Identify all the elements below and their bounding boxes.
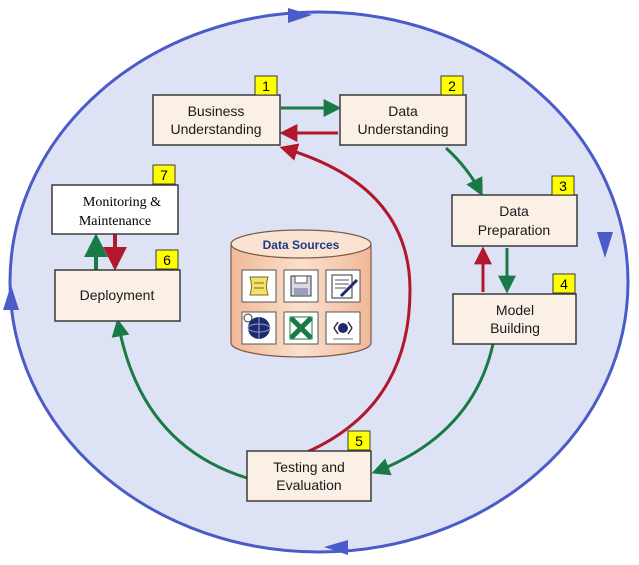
step-number-badge (551, 175, 575, 196)
step-number-badge (552, 273, 576, 294)
arrow-5-to-1 (279, 143, 412, 457)
step-box-data-understanding: 2 Data Understanding (339, 75, 467, 146)
web-page-icon (325, 311, 361, 345)
step-label-line1: Deployment (80, 287, 155, 303)
ring-arrow-top (288, 8, 312, 23)
step-number: 6 (163, 252, 171, 268)
step-label-line2: Building (490, 320, 540, 336)
floppy-disk-icon (283, 269, 319, 303)
arrow-5-to-6 (111, 318, 248, 480)
ring-arrow-bottom (324, 540, 348, 555)
step-box-monitoring-maintenance: 7 Monitoring & Maintenance (51, 164, 179, 235)
excel-icon (283, 311, 319, 345)
step-number-badge (155, 249, 179, 270)
database-globe-icon (241, 311, 277, 345)
step-label-line2: Preparation (478, 222, 550, 238)
ring-arrow-left (3, 285, 19, 310)
step-number: 4 (560, 276, 568, 292)
step-box-model-building: 4 Model Building (452, 273, 577, 345)
step-number-badge (254, 75, 278, 96)
step-number: 3 (559, 178, 567, 194)
step-number-badge (440, 75, 464, 96)
scroll-icon (241, 269, 277, 303)
step-label-line1: Model (496, 302, 534, 318)
step-number-badge (152, 164, 176, 185)
step-number: 2 (448, 78, 456, 94)
step-box-data-preparation: 3 Data Preparation (451, 175, 578, 247)
data-sources-cylinder: Data Sources (230, 229, 372, 358)
step-number: 7 (160, 167, 168, 183)
step-label-line2: Maintenance (79, 214, 151, 229)
step-label-line1: Monitoring & (83, 195, 161, 210)
step-label-line1: Business (188, 103, 245, 119)
step-label-line1: Data (499, 203, 529, 219)
step-box-deployment: 6 Deployment (54, 249, 181, 322)
step-box-business-understanding: 1 Business Understanding (152, 75, 281, 146)
arrow-4-to-5 (371, 319, 499, 476)
step-label-line1: Data (388, 103, 418, 119)
step-label-line2: Understanding (357, 121, 448, 137)
ring-arrow-right (597, 232, 613, 258)
step-label-line2: Understanding (170, 121, 261, 137)
step-box-testing-evaluation: 5 Testing and Evaluation (246, 430, 372, 502)
step-label-line1: Testing and (273, 459, 345, 475)
arrow-2-to-3 (444, 146, 483, 197)
step-number: 5 (355, 433, 363, 449)
data-sources-title: Data Sources (263, 238, 340, 252)
step-number: 1 (262, 78, 270, 94)
step-label-line2: Evaluation (276, 477, 341, 493)
step-number-badge (347, 430, 371, 451)
document-pen-icon (325, 269, 361, 303)
